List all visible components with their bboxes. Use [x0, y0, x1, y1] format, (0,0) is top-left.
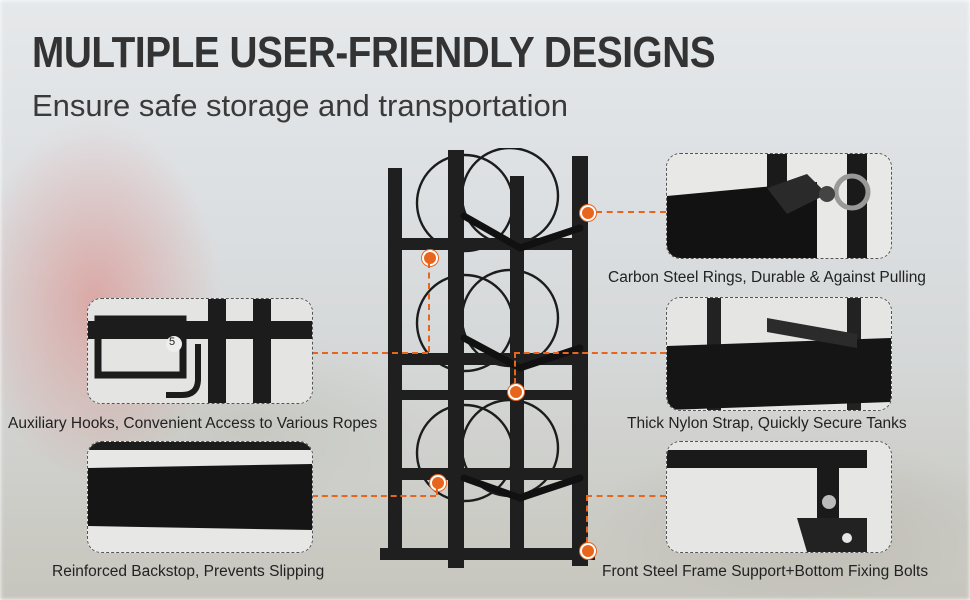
callout-line-hook — [312, 352, 428, 354]
bolt-plate-closeup-icon — [667, 442, 891, 552]
caption-nylon-strap: Thick Nylon Strap, Quickly Secure Tanks — [627, 415, 907, 432]
callout-vline-hook — [428, 262, 430, 352]
clamp-ring-closeup-icon — [667, 154, 891, 258]
inset-reinforced-backstop — [87, 441, 313, 553]
inset-nylon-strap — [666, 297, 892, 411]
tank-rack-illustration — [380, 148, 595, 568]
backstop-closeup-icon — [88, 442, 312, 552]
inset-bolt-plate — [666, 441, 892, 553]
callout-vline-bolts — [586, 495, 588, 543]
callout-dot-rings — [580, 205, 596, 221]
caption-auxiliary-hook: Auxiliary Hooks, Convenient Access to Va… — [8, 415, 378, 432]
callout-dot-strap — [508, 384, 524, 400]
hook-number-label: 5 — [169, 336, 176, 348]
inset-auxiliary-hook: 5 — [87, 298, 313, 404]
callout-vline-backstop — [436, 487, 438, 495]
page-title: MULTIPLE USER-FRIENDLY DESIGNS — [32, 28, 716, 77]
callout-line-backstop — [312, 495, 436, 497]
nylon-strap-closeup-icon — [667, 298, 891, 410]
callout-line-strap — [514, 352, 666, 354]
callout-dot-backstop — [430, 475, 446, 491]
caption-bolt-plate: Front Steel Frame Support+Bottom Fixing … — [602, 563, 929, 580]
callout-line-bolts — [586, 495, 666, 497]
hook-closeup-icon — [88, 299, 312, 403]
callout-line-rings — [596, 211, 666, 213]
caption-carbon-steel-rings: Carbon Steel Rings, Durable & Against Pu… — [608, 269, 926, 286]
inset-carbon-steel-rings — [666, 153, 892, 259]
callout-dot-bolts — [580, 543, 596, 559]
caption-reinforced-backstop: Reinforced Backstop, Prevents Slipping — [52, 563, 325, 580]
callout-dot-hook — [422, 250, 438, 266]
page-subtitle: Ensure safe storage and transportation — [32, 88, 568, 123]
callout-vline-strap — [514, 352, 516, 384]
